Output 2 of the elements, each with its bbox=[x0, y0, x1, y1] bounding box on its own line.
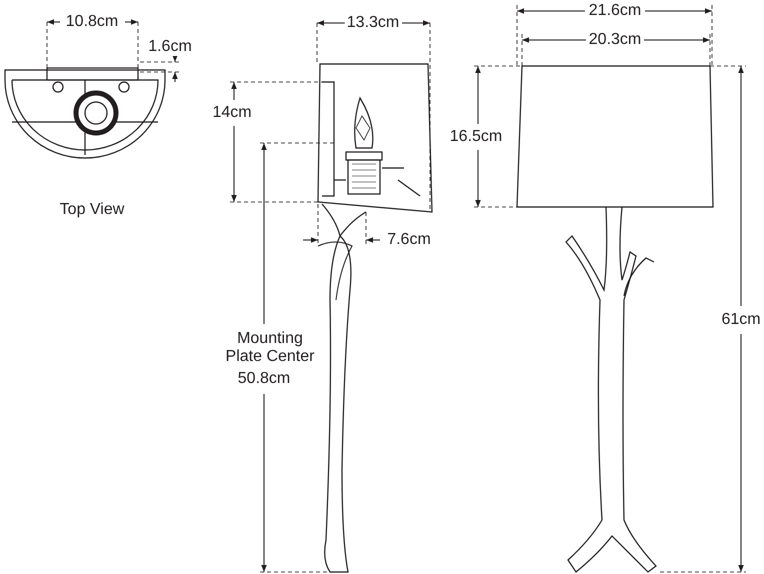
view-label: Top View bbox=[58, 201, 126, 219]
dimension-label: 1.6cm bbox=[146, 38, 194, 56]
